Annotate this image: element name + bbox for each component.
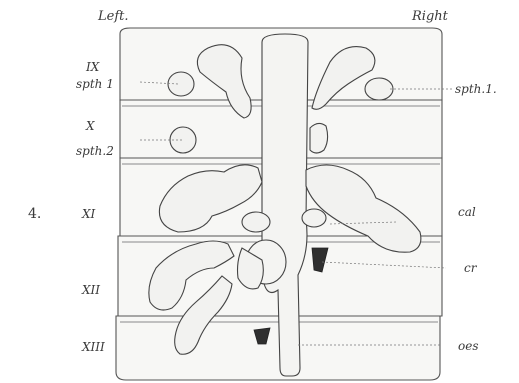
figure-number: 4. — [28, 206, 41, 222]
header-right: Right — [411, 9, 449, 24]
right-label-cal: cal — [458, 205, 476, 219]
header-left: Left. — [97, 9, 129, 24]
segment-label-x: X — [85, 119, 95, 133]
calciferous-lobe-left — [242, 212, 270, 232]
segment-xiii — [116, 316, 440, 380]
segment-label-xiii: XIII — [81, 340, 105, 354]
diverticulum-x-right — [310, 123, 328, 153]
segment-label-ix: IX — [85, 60, 100, 74]
spermatheca-right-ix — [365, 78, 393, 100]
right-label-cr: cr — [464, 261, 478, 275]
segment-label-xii: XII — [81, 283, 100, 297]
right-label-spth1: spth.1. — [455, 82, 497, 96]
segment-label-xi: XI — [81, 207, 96, 221]
spermatheca-left-ix — [168, 72, 194, 96]
segment-label-ix-left: spth 1 — [76, 77, 114, 91]
right-label-oes: oes — [458, 339, 478, 353]
calciferous-lobe-right — [302, 209, 326, 227]
segment-label-x-left: spth.2 — [76, 144, 114, 158]
